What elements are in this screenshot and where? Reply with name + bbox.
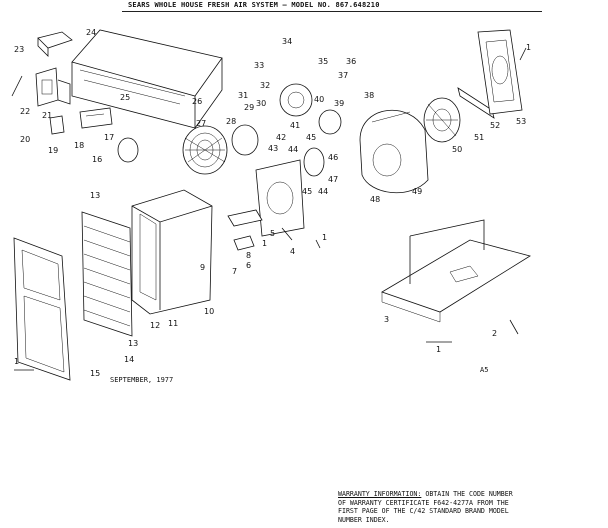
view-label: A5 (480, 366, 489, 374)
mounting-frame-part (477, 29, 523, 115)
callout-42: 42 (276, 133, 286, 142)
callout-24: 24 (86, 28, 96, 37)
callout-25: 25 (120, 93, 130, 102)
issue-date: SEPTEMBER, 1977 (110, 376, 174, 384)
capacitor-part (303, 147, 325, 177)
callout-13b: 13 (128, 339, 138, 348)
callout-45b: 45 (302, 187, 312, 196)
callout-50: 50 (452, 145, 462, 154)
callout-3: 3 (384, 315, 389, 324)
callout-8: 8 (246, 251, 251, 260)
callout-13a: 13 (90, 191, 100, 200)
callout-39: 39 (334, 99, 344, 108)
damper-assembly-part (35, 67, 71, 107)
callout-6: 6 (246, 261, 251, 270)
motor-plate-part (255, 159, 305, 237)
callout-30: 30 (256, 99, 266, 108)
callout-labels: 24 23 25 26 22 21 17 18 20 19 16 27 28 2… (14, 28, 531, 378)
callout-44b: 44 (318, 187, 328, 196)
callout-16: 16 (92, 155, 102, 164)
callout-38: 38 (364, 91, 374, 100)
callout-32: 32 (260, 81, 270, 90)
callout-53: 53 (516, 117, 526, 126)
callout-41: 41 (290, 121, 300, 130)
callout-14: 14 (124, 355, 134, 364)
motor-part (279, 83, 313, 117)
switch-part (49, 115, 65, 135)
vent-box-part (381, 219, 531, 323)
callout-21: 21 (42, 111, 52, 120)
callout-35: 35 (318, 57, 328, 66)
screw-parts (11, 47, 527, 371)
gasket-ring-part (117, 137, 139, 163)
callout-17: 17 (104, 133, 114, 142)
callout-12: 12 (150, 321, 160, 330)
cabinet-part (131, 189, 213, 315)
callout-19: 19 (48, 146, 58, 155)
bracket-part (79, 107, 113, 129)
louvre-panel-part (81, 211, 133, 337)
blower-housing-part (359, 109, 429, 194)
callout-40: 40 (314, 95, 324, 104)
callout-46: 46 (328, 153, 338, 162)
cover-plate-part (37, 31, 73, 57)
duct-housing-part (71, 29, 223, 129)
callout-2: 2 (492, 329, 497, 338)
warranty-line-1: OBTAIN THE CODE NUMBER (421, 490, 513, 498)
callout-23: 23 (14, 45, 24, 54)
callout-45a: 45 (306, 133, 316, 142)
warranty-line-3: FIRST PAGE OF THE C/42 STANDARD BRAND MO… (338, 507, 509, 516)
callout-9: 9 (200, 263, 205, 272)
blower-wheel-2-part (423, 97, 461, 143)
warranty-line-4: NUMBER INDEX. (338, 515, 390, 524)
callout-18: 18 (74, 141, 84, 150)
callout-26: 26 (192, 97, 202, 106)
front-grille-part (13, 237, 71, 381)
callout-37: 37 (338, 71, 348, 80)
callout-52: 52 (490, 121, 500, 130)
callout-48: 48 (370, 195, 380, 204)
support-bracket-part (457, 87, 495, 119)
callout-15: 15 (90, 369, 100, 378)
callout-49: 49 (412, 187, 422, 196)
callout-31: 31 (238, 91, 248, 100)
blower-wheel-part (182, 125, 228, 175)
callout-43: 43 (268, 144, 278, 153)
callout-28: 28 (226, 117, 236, 126)
warranty-line-2: OF WARRANTY CERTIFICATE F642-4277A FROM … (338, 498, 509, 507)
callout-4: 4 (290, 247, 295, 256)
callout-20: 20 (20, 135, 30, 144)
callout-44a: 44 (288, 145, 298, 154)
callout-1a: 1 (526, 43, 531, 52)
callout-1d: 1 (14, 357, 19, 366)
callout-1b: 1 (322, 233, 327, 242)
header-rule (122, 11, 542, 12)
switch-plate-part (227, 209, 263, 227)
callout-1e: 1 (436, 345, 441, 354)
callout-47: 47 (328, 175, 338, 184)
callout-22: 22 (20, 107, 30, 116)
page-title: SEARS WHOLE HOUSE FRESH AIR SYSTEM — MOD… (128, 1, 380, 9)
callout-29: 29 (244, 103, 254, 112)
callout-7: 7 (232, 267, 237, 276)
callout-51: 51 (474, 133, 484, 142)
callout-1c: 1 (262, 239, 267, 248)
warranty-heading: WARRANTY INFORMATION: (338, 490, 422, 498)
callout-33: 33 (254, 61, 264, 70)
callout-10: 10 (204, 307, 214, 316)
callout-11: 11 (168, 319, 178, 328)
inlet-ring-part (231, 124, 259, 156)
callout-5: 5 (270, 229, 275, 238)
switch-part-2 (233, 235, 255, 251)
callout-34: 34 (282, 37, 292, 46)
warranty-note: WARRANTY INFORMATION: OBTAIN THE CODE NU… (338, 490, 608, 524)
callout-36: 36 (346, 57, 356, 66)
callout-27: 27 (196, 119, 206, 128)
motor-mount-part (318, 109, 342, 135)
